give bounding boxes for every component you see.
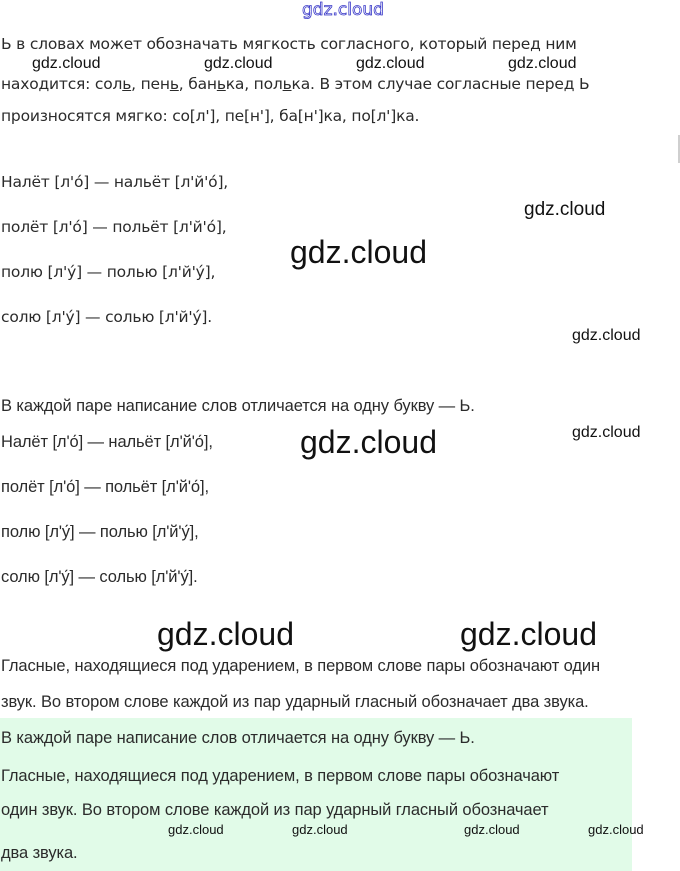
watermark: gdz.cloud xyxy=(356,55,425,72)
pair-line: Налёт [л'о́] — нальёт [л'й'о́], xyxy=(1,433,213,451)
text: ка. В этом случае согласные перед Ь xyxy=(291,75,590,93)
conclusion-line-1: Гласные, находящиеся под ударением, в пе… xyxy=(1,657,601,675)
pair-line: полю [л'у́] — полью [л'й'у́], xyxy=(1,523,199,541)
soft-sign-mark: ь xyxy=(216,75,226,93)
text: ка, пол xyxy=(225,75,283,93)
watermark: gdz.cloud xyxy=(508,55,577,72)
answer-line-2: Гласные, находящиеся под ударением, в пе… xyxy=(1,767,560,785)
watermark: gdz.cloud xyxy=(572,424,641,441)
text: находится: сол xyxy=(1,75,123,93)
watermark: gdz.cloud xyxy=(290,234,427,270)
answer-line-3: один звук. Во втором слове каждой из пар… xyxy=(1,801,549,819)
watermark: gdz.cloud xyxy=(588,822,644,837)
pair-line: полёт [л'о́] — польёт [л'й'о́], xyxy=(1,478,209,496)
answer-line-4: два звука. xyxy=(1,844,78,862)
intro-line-2: находится: соль, пень, банька, полька. В… xyxy=(1,74,590,94)
conclusion-line-2: звук. Во втором слове каждой из пар удар… xyxy=(1,693,589,711)
watermark: gdz.cloud xyxy=(292,822,348,837)
section2-heading: В каждой паре написание слов отличается … xyxy=(1,397,475,415)
watermark: gdz.cloud xyxy=(168,822,224,837)
watermark: gdz.cloud xyxy=(572,327,641,344)
watermark: gdz.cloud xyxy=(32,55,101,72)
pair-line: полёт [л'о́] — польёт [л'й'о́], xyxy=(1,218,227,236)
soft-sign-mark: ь xyxy=(122,75,132,93)
text: , пен xyxy=(131,75,170,93)
pair-line: солю [л'у́] — солью [л'й'у́]. xyxy=(1,568,198,586)
pair-line: Налёт [л'о́] — нальёт [л'й'о́], xyxy=(1,173,229,191)
pair-line: полю [л'у́] — полью [л'й'у́], xyxy=(1,263,216,281)
watermark: gdz.cloud xyxy=(300,424,437,460)
soft-sign-mark: ь xyxy=(282,75,292,93)
watermark: gdz.cloud xyxy=(460,616,597,652)
watermark: gdz.cloud xyxy=(524,199,606,220)
intro-line-1: Ь в словах может обозначать мягкость сог… xyxy=(1,35,577,53)
text: , бан xyxy=(178,75,217,93)
scrollbar[interactable] xyxy=(678,135,680,163)
watermark: gdz.cloud xyxy=(157,616,294,652)
pair-line: солю [л'у́] — солью [л'й'у́]. xyxy=(1,308,212,326)
watermark-top: gdz.cloud xyxy=(302,0,385,20)
watermark: gdz.cloud xyxy=(464,822,520,837)
soft-sign-mark: ь xyxy=(169,75,179,93)
watermark: gdz.cloud xyxy=(204,55,273,72)
answer-box xyxy=(0,718,632,871)
intro-line-3: произносятся мягко: со[л'], пе[н'], ба[н… xyxy=(1,107,420,125)
answer-line-1: В каждой паре написание слов отличается … xyxy=(1,729,475,747)
